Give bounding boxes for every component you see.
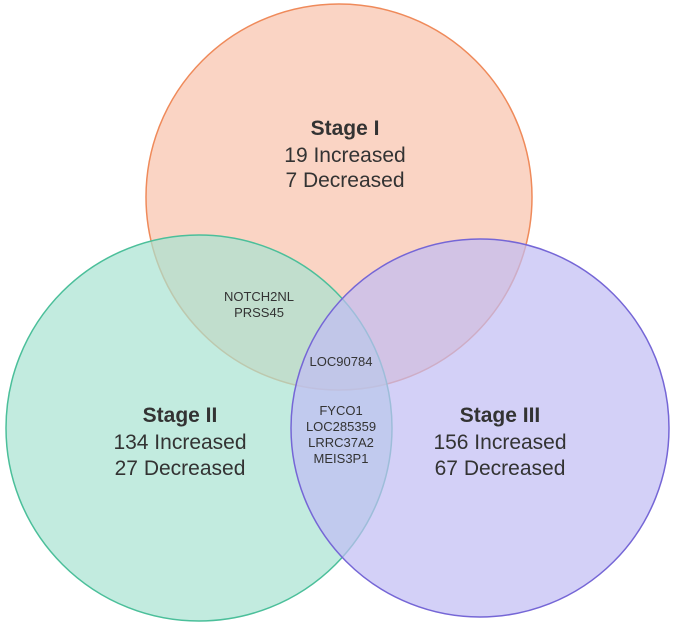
gene-label: NOTCH2NL [224,289,294,304]
stage1-increased: 19 Increased [284,144,405,167]
stage3-title: Stage III [460,404,541,427]
gene-label: LOC90784 [310,354,373,369]
gene-label: LRRC37A2 [308,435,374,450]
stage3-increased: 156 Increased [433,431,566,454]
gene-label: PRSS45 [234,305,284,320]
stage1-decreased: 7 Decreased [285,169,404,192]
gene-label: FYCO1 [319,403,362,418]
overlap-stage1-stage2: NOTCH2NL PRSS45 [224,289,294,320]
stage1-title: Stage I [311,117,380,140]
stage2-decreased: 27 Decreased [115,457,246,480]
gene-label: MEIS3P1 [314,451,369,466]
stage3-label: Stage III 156 Increased 67 Decreased [433,404,566,480]
stage2-label: Stage II 134 Increased 27 Decreased [113,404,246,480]
stage2-title: Stage II [143,404,218,427]
stage3-circle [290,238,670,618]
gene-label: LOC285359 [306,419,376,434]
overlap-stage2-stage3: FYCO1 LOC285359 LRRC37A2 MEIS3P1 [306,403,376,466]
overlap-all-stages: LOC90784 [310,354,373,369]
stage1-label: Stage I 19 Increased 7 Decreased [284,117,405,192]
stage2-increased: 134 Increased [113,431,246,454]
stage3-decreased: 67 Decreased [435,457,566,480]
